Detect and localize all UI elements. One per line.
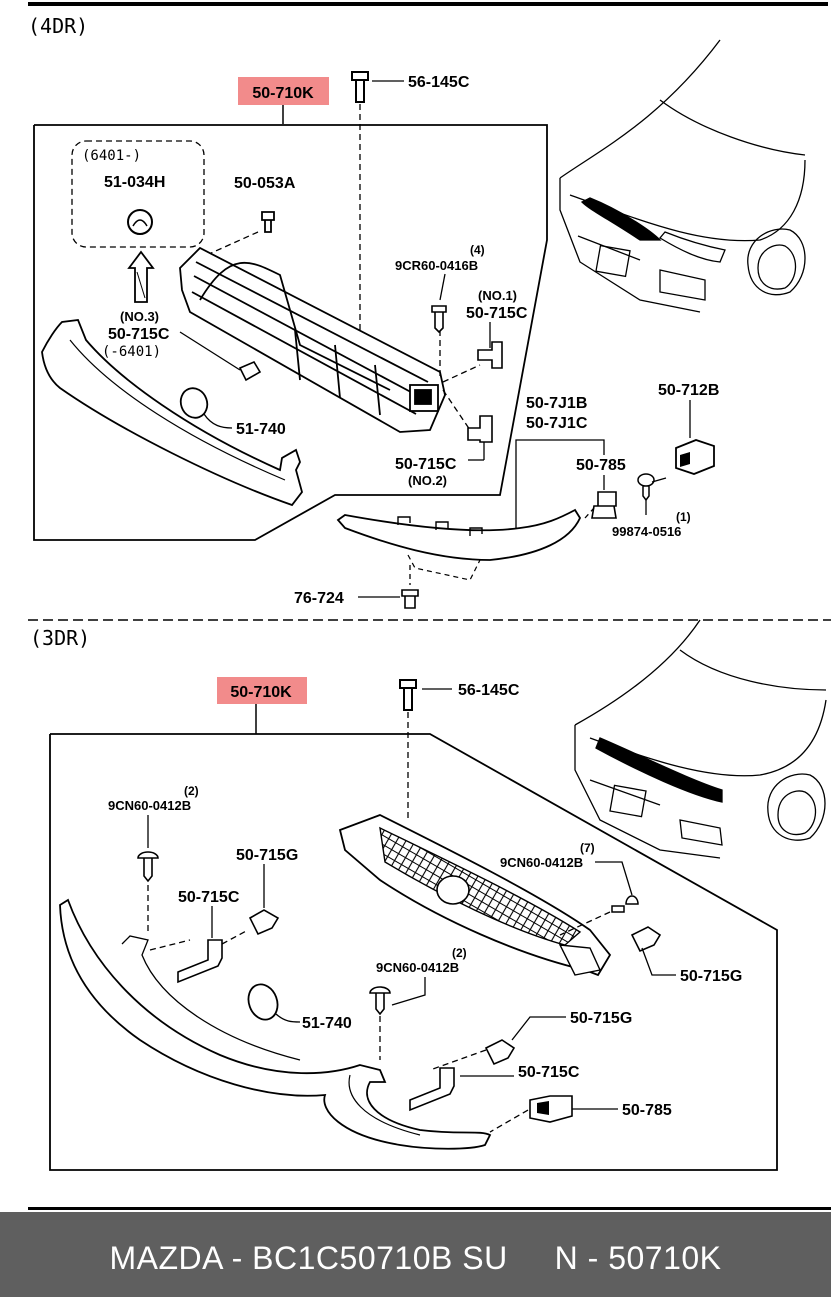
highlight-label-top[interactable]: 50-710K (252, 85, 314, 102)
cap-icon (179, 387, 209, 419)
screw-mid-icon (369, 986, 391, 1016)
label-no2: (NO.2) (408, 473, 447, 488)
cap-icon-bottom (247, 983, 279, 1021)
label-molding-2: 50-7J1C (526, 415, 588, 432)
label-bracket-c1: 50-715C (466, 305, 528, 322)
clip-724-icon (401, 589, 419, 609)
label-clip-785-bottom: 50-785 (622, 1102, 672, 1119)
highlight-box-bottom (217, 677, 307, 704)
label-screw-right: 9CN60-0412B (500, 855, 583, 870)
footer-bar (0, 1212, 831, 1297)
label-screw-mid: 9CN60-0412B (376, 960, 459, 975)
bracket-c2-icon (409, 1067, 455, 1112)
screw-right-icon (611, 895, 639, 913)
label-clip-785-top: 50-785 (576, 457, 626, 474)
grille-3dr (338, 814, 612, 977)
label-fastener: 50-712B (658, 382, 719, 399)
label-screw-left-qty: (2) (184, 784, 199, 798)
bracket-no1-icon (477, 341, 503, 369)
label-screw-qty: (4) (470, 243, 485, 257)
label-emblem: 51-034H (104, 174, 165, 191)
bracket-no2-icon (467, 415, 493, 443)
label-screw: 9CR60-0416B (395, 258, 478, 273)
fastener-icon (675, 439, 715, 475)
bracket-g3-icon (484, 1039, 516, 1066)
label-bolt-top: 56-145C (408, 74, 470, 91)
label-bracket-g1: 50-715G (236, 847, 298, 864)
part-number-caption: MAZDA - BC1C50710B SU N - 50710K (109, 1240, 722, 1276)
assembly-outline-top (33, 124, 548, 541)
clip-785-icon (591, 491, 617, 519)
screw-icon (431, 305, 447, 334)
section-4dr: (4DR) 50-710K 56-145C (6401-) 51-034H (N… (28, 14, 806, 609)
label-cap-top: 51-740 (236, 421, 286, 438)
top-border (28, 2, 828, 6)
label-bracket-g3: 50-715G (570, 1010, 632, 1027)
label-molding-1: 50-7J1B (526, 395, 587, 412)
label-bolt-bottom: 56-145C (458, 682, 520, 699)
label-bracket-c2-bottom: 50-715C (518, 1064, 580, 1081)
variant-note-box (71, 140, 205, 248)
label-note-qty: (6401-) (82, 148, 141, 164)
bracket-icon (238, 360, 262, 382)
label-screw2: 99874-0516 (612, 524, 681, 539)
car-front-sketch-4dr (559, 39, 806, 313)
grille-4dr (179, 246, 446, 433)
parts-diagram: (4DR) 50-710K 56-145C (6401-) 51-034H (N… (28, 2, 831, 1210)
label-screw-right-qty: (7) (580, 841, 595, 855)
label-screw2-qty: (1) (676, 510, 691, 524)
label-bracket-c1-bottom: 50-715C (178, 889, 240, 906)
label-cap-bottom: 51-740 (302, 1015, 352, 1032)
emblem-icon (127, 209, 153, 235)
label-bracket-c-note: (-6401) (102, 344, 161, 360)
assembly-outline-bottom (49, 733, 778, 1171)
car-front-sketch-3dr (574, 619, 827, 859)
section-title-3dr: (3DR) (30, 626, 90, 650)
label-no3: (NO.3) (120, 309, 159, 324)
bracket-c1-icon (177, 939, 223, 984)
clip-785-icon-bottom (529, 1095, 573, 1123)
bumper-lip-bottom (59, 898, 492, 1150)
highlight-label-bottom[interactable]: 50-710K (230, 684, 292, 701)
grille-emblem-icon (436, 875, 470, 905)
label-bracket-c2: 50-715C (395, 456, 457, 473)
label-clip-724: 76-724 (294, 590, 344, 607)
screw2-icon (637, 473, 655, 502)
highlight-box-top (238, 77, 329, 105)
label-clip-053a: 50-053A (234, 175, 296, 192)
screw-left-icon (137, 851, 159, 883)
label-screw-mid-qty: (2) (452, 946, 467, 960)
section-3dr: (3DR) 50-710K 56-145C (2) 9CN60-0412B 50… (30, 619, 827, 1171)
label-screw-left: 9CN60-0412B (108, 798, 191, 813)
bracket-g1-icon (248, 909, 280, 936)
bolt-icon (351, 71, 369, 330)
label-bracket-g2: 50-715G (680, 968, 742, 985)
bottom-border (28, 1207, 831, 1210)
section-title-4dr: (4DR) (28, 14, 88, 38)
label-bracket-c: 50-715C (108, 326, 170, 343)
bolt-icon-bottom (399, 679, 417, 820)
label-no1: (NO.1) (478, 288, 517, 303)
molding-strip-top (336, 508, 582, 561)
clip-icon (199, 211, 275, 259)
bracket-g2-icon (630, 926, 662, 953)
arrow-up-icon (127, 250, 155, 303)
